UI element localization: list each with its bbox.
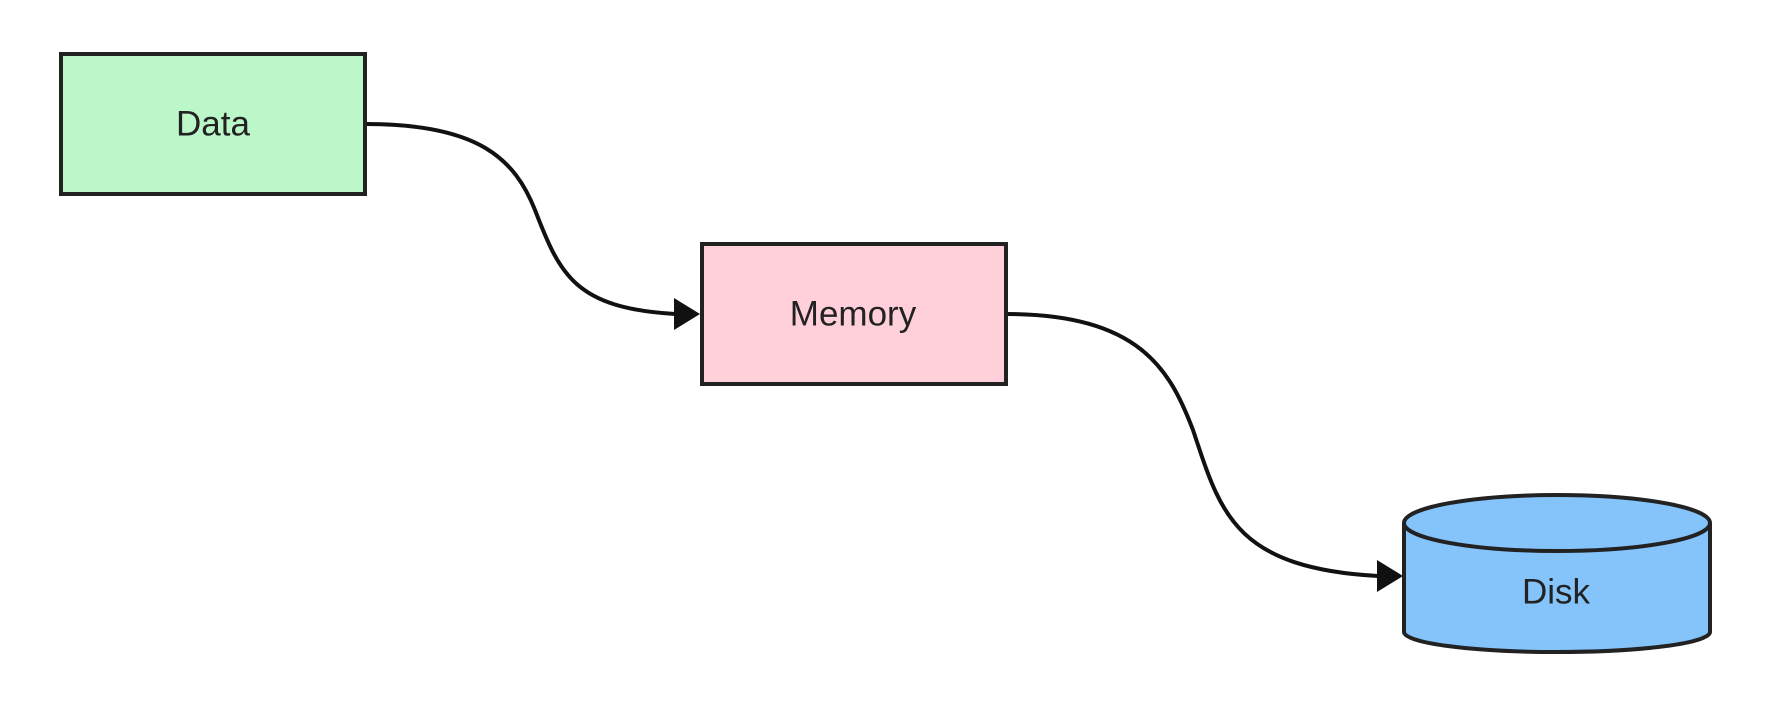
edge-memory-to-disk-line (1005, 312, 1379, 578)
edge-data-to-memory-line (365, 122, 676, 316)
node-data-label: Data (176, 105, 250, 144)
node-disk-label: Disk (1522, 573, 1591, 612)
node-data-box (59, 52, 367, 196)
edge-memory-to-disk (1005, 312, 1403, 592)
edge-data-to-memory-arrowhead (674, 298, 700, 330)
node-disk-top (1402, 493, 1712, 553)
edge-data-to-memory (365, 122, 700, 330)
node-memory-box (700, 242, 1008, 386)
node-disk[interactable]: Disk (1402, 493, 1712, 654)
node-memory-label: Memory (790, 295, 917, 334)
edge-memory-to-disk-arrowhead (1377, 560, 1403, 592)
node-data[interactable]: Data (59, 52, 367, 196)
node-memory[interactable]: Memory (700, 242, 1008, 386)
node-disk-body (1402, 523, 1712, 654)
